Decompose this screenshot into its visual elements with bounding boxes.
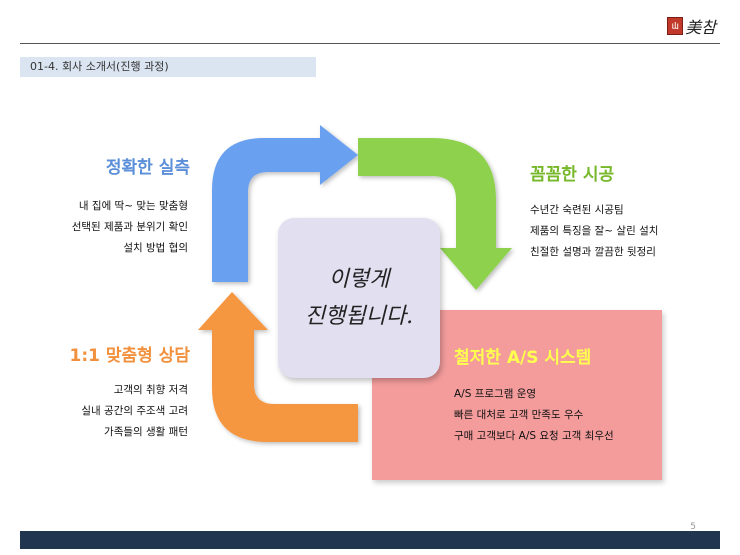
list-item: 제품의 특징을 잘~ 살린 설치 [530,225,659,237]
green-arrow [358,138,512,290]
logo-mark: 山 [667,17,684,35]
consult-title: 1:1 맞춤형 상담 [69,346,191,366]
list-item: A/S 프로그램 운영 [454,388,537,400]
measure-list: 내 집에 딱~ 맞는 맞춤형 선택된 제품과 분위기 확인 설치 방법 협의 [72,196,188,259]
top-rule [20,43,720,44]
measure-title: 정확한 실측 [105,158,190,178]
construction-title: 꼼꼼한 시공 [530,165,615,185]
blue-arrow [212,125,358,282]
list-item: 설치 방법 협의 [123,242,188,254]
as-system-list: A/S 프로그램 운영 빠른 대처로 고객 만족도 우수 구매 고객보다 A/S… [454,384,614,447]
list-item: 선택된 제품과 분위기 확인 [71,221,188,233]
consult-list: 고객의 취향 저격 실내 공간의 주조색 고려 가족들의 생활 패턴 [81,380,188,443]
section-tag: 01-4. 회사 소개서(진행 과정) [20,57,316,77]
list-item: 수년간 숙련된 시공팀 [530,204,624,216]
footer-bar [20,531,720,549]
page-number: 5 [690,522,696,532]
list-item: 구매 고객보다 A/S 요청 고객 최우선 [454,430,614,442]
construction-list: 수년간 숙련된 시공팀 제품의 특징을 잘~ 살린 설치 친절한 설명과 깔끔한… [530,200,658,263]
orange-arrow [198,292,358,442]
list-item: 친절한 설명과 깔끔한 뒷정리 [530,246,656,258]
center-card: 이렇게 진행됩니다. [278,218,440,378]
company-logo: 山 美참 [667,14,716,38]
list-item: 고객의 취향 저격 [113,384,188,396]
list-item: 가족들의 생활 패턴 [104,426,188,438]
list-item: 내 집에 딱~ 맞는 맞춤형 [78,200,188,212]
center-text: 이렇게 진행됩니다. [304,266,414,329]
logo-text: 美참 [685,18,716,37]
list-item: 실내 공간의 주조색 고려 [81,405,188,417]
as-system-title: 철저한 A/S 시스템 [454,348,592,368]
list-item: 빠른 대처로 고객 만족도 우수 [454,409,584,421]
